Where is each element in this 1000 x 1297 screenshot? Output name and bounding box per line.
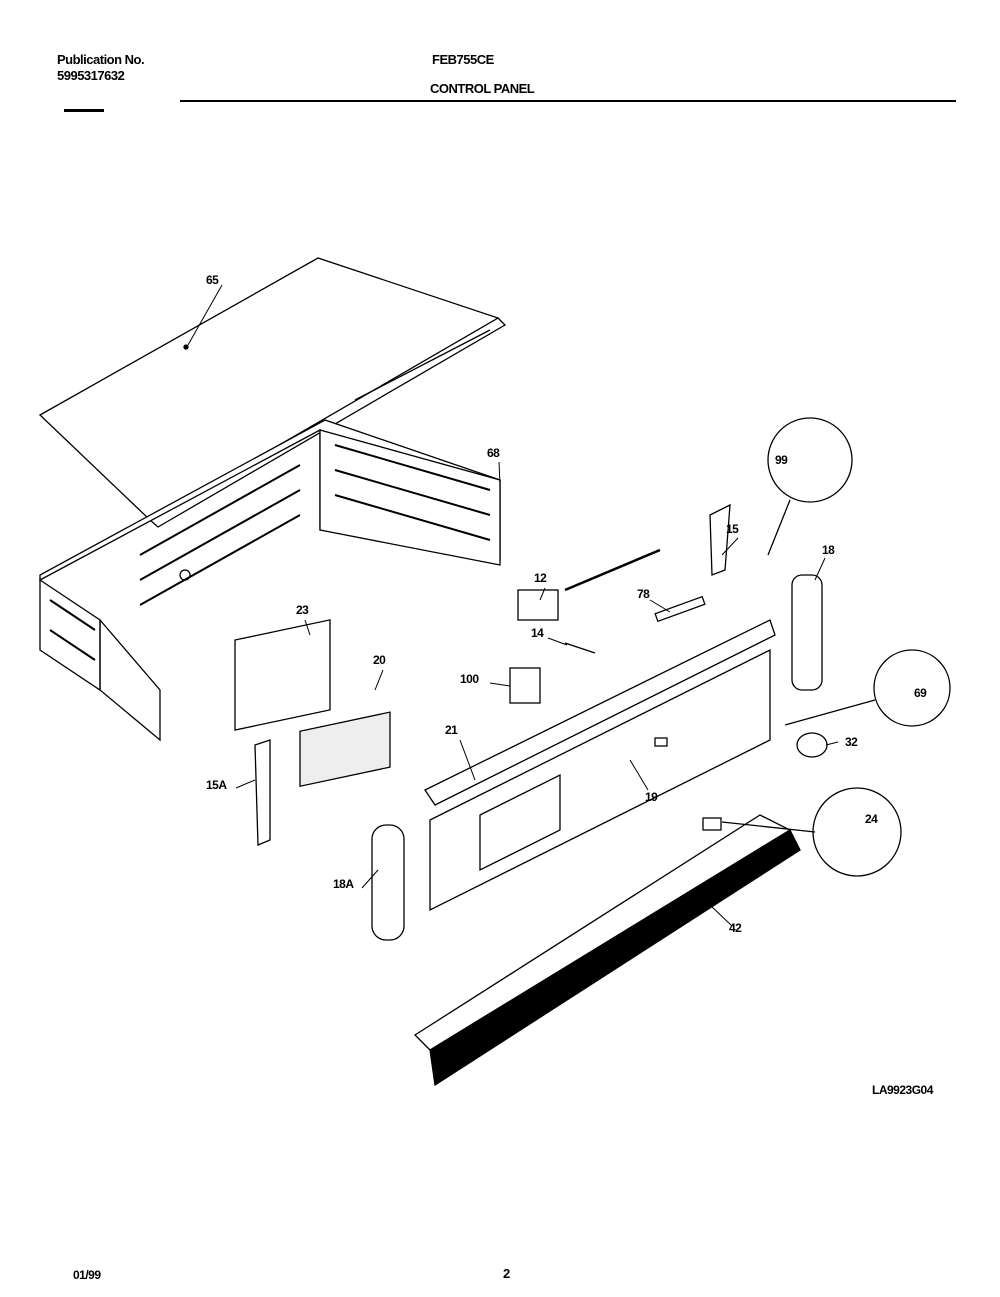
callout-78: 78: [637, 587, 650, 601]
callout-19: 19: [645, 790, 658, 804]
detail-circle-24: [812, 787, 902, 877]
header-rule: [180, 100, 956, 102]
callout-32: 32: [845, 735, 858, 749]
model-number: FEB755CE: [432, 52, 494, 67]
part-bracket-15A: [254, 739, 271, 846]
part-78: [654, 595, 706, 623]
part-bracket-23: [234, 619, 331, 731]
publication-label: Publication No.: [57, 52, 145, 67]
part-clock-20: [299, 711, 391, 788]
callout-20: 20: [373, 653, 386, 667]
part-bracket-15: [709, 503, 731, 576]
part-trim-21: [424, 619, 776, 806]
drawing-id: LA9923G04: [872, 1083, 933, 1097]
part-knob-32: [796, 732, 828, 758]
footer-date: 01/99: [73, 1268, 101, 1282]
short-rule: [64, 109, 104, 112]
publication-number: 5995317632: [57, 68, 125, 83]
part-endcap-18A: [371, 824, 405, 941]
part-housing: [39, 419, 501, 742]
detail-circle-99: [767, 417, 853, 503]
callout-21: 21: [445, 723, 458, 737]
callout-100: 100: [460, 672, 479, 686]
callout-69: 69: [914, 686, 927, 700]
section-title: CONTROL PANEL: [430, 81, 535, 96]
detail-circle-69: [873, 649, 951, 727]
callout-42: 42: [729, 921, 742, 935]
callout-23: 23: [296, 603, 309, 617]
callout-99: 99: [775, 453, 788, 467]
callout-24: 24: [865, 812, 878, 826]
part-switch-12: [517, 589, 559, 621]
part-grille-42: [413, 814, 801, 1087]
callout-68: 68: [487, 446, 500, 460]
part-endcap-18: [791, 574, 823, 691]
callout-15: 15: [726, 522, 739, 536]
part-switch-small: [702, 817, 722, 831]
page-number: 2: [503, 1266, 510, 1281]
part-14: [564, 642, 596, 654]
part-100: [509, 667, 541, 704]
callout-18A: 18A: [333, 877, 354, 891]
callout-15A: 15A: [206, 778, 227, 792]
callout-12: 12: [534, 571, 547, 585]
callout-65: 65: [206, 273, 219, 287]
callout-14: 14: [531, 626, 544, 640]
callout-18: 18: [822, 543, 835, 557]
part-panel-19: [429, 648, 771, 912]
